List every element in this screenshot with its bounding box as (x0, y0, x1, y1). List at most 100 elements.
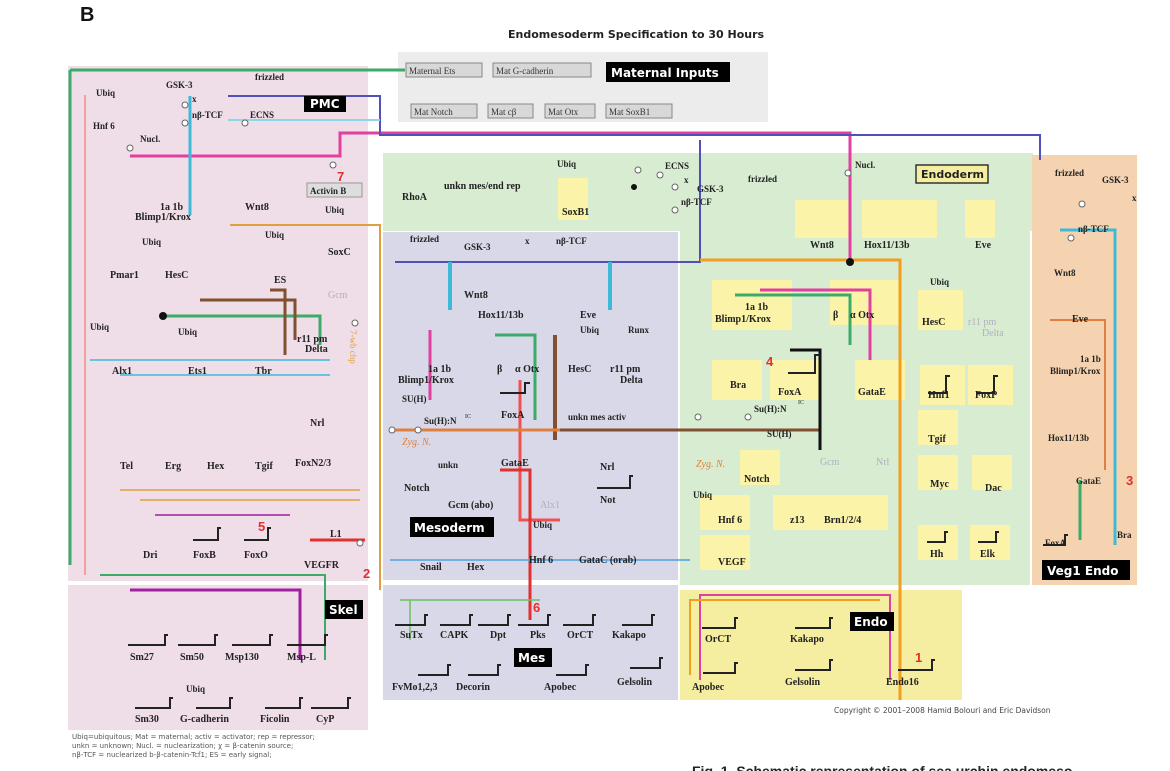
gene-label: β (833, 310, 838, 321)
gene-label: Msp-L (287, 652, 316, 663)
gene-label: Eve (1072, 314, 1089, 325)
gene-label: GataC (orab) (579, 555, 637, 566)
gene-label: SU(H) (767, 429, 792, 439)
gene-label: unkn mes/end rep (444, 181, 521, 192)
gene-label: L1 (330, 529, 342, 540)
gene-label: Eve (580, 310, 597, 321)
gene-label: Not (600, 495, 616, 506)
gene-label: Gcm (328, 290, 348, 301)
gene-label: x (525, 236, 530, 246)
gene-label: Hex (467, 562, 484, 573)
gene-label: Wnt8 (810, 240, 834, 251)
gene-label: Sm30 (135, 714, 159, 725)
gene-label: FoxA (501, 410, 525, 421)
gene-label: Wnt8 (464, 290, 488, 301)
gene-label: Zyg. N. (402, 437, 431, 448)
gene-label: r11 pm (610, 364, 641, 375)
gene-label: Blimp1/Krox (1050, 366, 1101, 376)
maternal-input: Mat cβ (491, 107, 517, 117)
gene-label: SuTx (400, 630, 423, 641)
gene-label: Delta (982, 328, 1004, 339)
mes-gene-labels: SuTx CAPK Dpt Pks OrCT Kakapo FvMo1,2,3 … (392, 630, 652, 693)
gene-label: Alx1 (540, 500, 560, 511)
legend-line: Ubiq=ubiquitous; Mat = maternal; activ =… (72, 733, 315, 741)
gene-label: Kakapo (612, 630, 646, 641)
gene-label: Hex (207, 461, 224, 472)
region-label-pmc: PMC (310, 97, 340, 111)
marker-2: 2 (363, 566, 370, 581)
endo-region (680, 590, 962, 700)
gene-label: Delta (620, 375, 643, 386)
gene-label: FoxA (778, 387, 802, 398)
marker-7: 7 (337, 169, 344, 184)
region-label-skel: Skel (329, 603, 358, 617)
maternal-input-boxes: Maternal Ets Mat G-cadherin Mat Notch Ma… (405, 62, 673, 119)
gene-label: Elk (980, 549, 995, 560)
mesoderm-gene-labels: frizzled GSK-3 x nβ-TCF Wnt8 Hox11/13b E… (398, 234, 650, 573)
region-label-mes: Mes (518, 651, 545, 665)
gene-label: frizzled (748, 174, 777, 184)
gene-label: Pks (530, 630, 546, 641)
region-labels: PMC Maternal Inputs Endoderm Mesoderm Ve… (304, 62, 1130, 667)
gene-label: OrCT (567, 630, 593, 641)
gene-label: Blimp1/Krox (715, 314, 771, 325)
gene-label: Gelsolin (785, 677, 820, 688)
region-label-maternal-inputs: Maternal Inputs (611, 66, 719, 80)
gene-label: Snail (420, 562, 442, 573)
signal-nodes (126, 101, 1086, 547)
gene-label: x (1132, 193, 1137, 203)
gene-label: unkn (438, 460, 458, 470)
gene-label: r11 pm (297, 334, 328, 345)
gene-label: SU(H) (402, 394, 427, 404)
gene-label: FoxO (244, 550, 268, 561)
endoderm-gene-labels: Wnt8 Hox11/13b Eve 1a 1b Blimp1/Krox β α… (693, 240, 1004, 568)
marker-4: 4 (766, 354, 774, 369)
gene-label: Wnt8 (1054, 268, 1076, 278)
gene-label: x (684, 175, 689, 185)
gene-label: frizzled (410, 234, 439, 244)
gene-label: Endo16 (886, 677, 919, 688)
skel-region (68, 585, 368, 730)
gene-label: Gcm (820, 457, 840, 468)
gene-label: Bra (730, 380, 746, 391)
gene-label: Ubiq (533, 520, 552, 530)
gene-label: SoxC (328, 247, 351, 258)
gene-label: Ubiq (142, 237, 161, 247)
abbreviation-legend: Ubiq=ubiquitous; Mat = maternal; activ =… (72, 733, 315, 760)
gene-label: Ubiq (178, 327, 197, 337)
gene-label: Ubiq (325, 205, 344, 215)
endo-gene-labels: OrCT Kakapo Apobec Gelsolin Endo16 (692, 634, 919, 693)
region-label-endoderm: Endoderm (921, 168, 984, 181)
gene-label: VEGFR (304, 560, 340, 571)
gene-label: Decorin (456, 682, 490, 693)
gene-label: 7-wb chp (348, 330, 358, 364)
gene-label: nβ-TCF (1078, 224, 1109, 234)
veg1-endo-region (1032, 155, 1137, 585)
gene-label: CAPK (440, 630, 469, 641)
gene-label: Hh (930, 549, 944, 560)
gene-label: Ets1 (188, 366, 207, 377)
legend-line: unkn = unknown; Nucl. = nuclearization; … (72, 742, 294, 750)
gene-label: r11 pm (968, 317, 996, 328)
gene-label: Hox11/13b (1048, 433, 1089, 443)
gene-label: Hnf 6 (718, 515, 742, 526)
gene-label: Bra (1117, 530, 1132, 540)
gene-label: VEGF (718, 557, 746, 568)
gene-label: Wnt8 (245, 202, 269, 213)
gene-label: Ubiq (693, 490, 712, 500)
gene-label: Ficolin (260, 714, 290, 725)
gene-label: HesC (165, 270, 188, 281)
gene-label: FoxP (975, 390, 997, 401)
gene-label: RhoA (402, 192, 428, 203)
gene-label: IC (465, 414, 471, 420)
gene-label: Nucl. (855, 160, 875, 170)
gene-label: Hnf 6 (529, 555, 553, 566)
pmc-gene-labels: Ubiq Hnf 6 GSK-3 frizzled x nβ-TCF ECNS … (90, 72, 363, 571)
gene-label: Dri (143, 550, 158, 561)
gene-label: GataE (1076, 476, 1101, 486)
gene-label: Notch (744, 474, 770, 485)
legend-line: nβ-TCF = nuclearized b-β-catenin-Tcf1; E… (72, 751, 272, 759)
gene-label: GSK-3 (697, 184, 724, 194)
gene-label: Activin B (310, 186, 346, 196)
